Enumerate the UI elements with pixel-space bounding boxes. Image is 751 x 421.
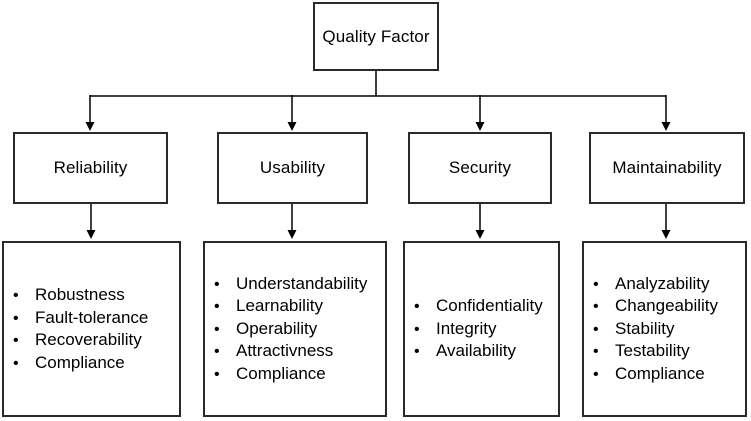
list-item: • Operability — [214, 318, 385, 341]
list-item: • Stability — [593, 318, 745, 341]
list-item: • Changeability — [593, 295, 745, 318]
bullet-icon: • — [593, 343, 599, 361]
list-item-label: Changeability — [615, 296, 719, 316]
arrowhead-maintainability — [661, 122, 671, 131]
bullet-icon: • — [214, 343, 220, 361]
list-item-label: Robustness — [35, 285, 125, 304]
bullet-icon: • — [13, 332, 19, 349]
bullet-icon: • — [214, 275, 220, 293]
usability-attribute-list: • Understandability • Learnability • Operab… — [205, 273, 385, 386]
list-item: • Understandability — [214, 273, 385, 296]
list-item: • Confidentiality — [414, 295, 558, 318]
list-item-label: Compliance — [35, 352, 125, 372]
bullet-icon: • — [414, 320, 420, 338]
list-item-label: Compliance — [615, 363, 705, 383]
node-usability: Usability — [217, 132, 368, 204]
list-item-label: Confidentiality — [436, 296, 543, 316]
node-maintainability: Maintainability — [589, 132, 745, 204]
bullet-icon: • — [214, 298, 220, 316]
maintainability-attribute-list: • Analyzability • Changeability • Stability… — [584, 273, 745, 386]
node-quality-factor: Quality Factor — [313, 2, 439, 71]
list-item: • Robustness — [13, 284, 179, 307]
bullet-icon: • — [593, 298, 599, 316]
bullet-icon: • — [414, 298, 420, 316]
list-usability-attributes: • Understandability • Learnability • Operab… — [203, 241, 387, 417]
list-item-label: Understandability — [236, 273, 368, 293]
list-item: • Compliance — [593, 363, 745, 386]
arrowhead-security — [475, 122, 485, 131]
list-item: • Learnability — [214, 295, 385, 318]
node-maintainability-label: Maintainability — [612, 158, 722, 177]
bullet-icon: • — [214, 365, 220, 383]
list-item: • Compliance — [13, 352, 179, 375]
list-item-label: Attractivness — [236, 341, 334, 361]
node-security: Security — [408, 132, 552, 204]
list-item: • Testability — [593, 340, 745, 363]
list-item-label: Analyzability — [615, 273, 710, 293]
list-item: • Availability — [414, 340, 558, 363]
reliability-attribute-list: • Robustness • Fault-tolerance • Recoverabi… — [4, 284, 179, 374]
security-attribute-list: • Confidentiality • Integrity • Availabilit… — [405, 295, 558, 363]
list-item-label: Operability — [236, 318, 318, 338]
list-item-label: Compliance — [236, 363, 326, 383]
node-reliability: Reliability — [13, 132, 168, 204]
arrowhead-usability — [287, 122, 297, 131]
bullet-icon: • — [214, 320, 220, 338]
list-item: • Fault-tolerance — [13, 307, 179, 330]
list-reliability-attributes: • Robustness • Fault-tolerance • Recoverabi… — [2, 241, 181, 417]
bullet-icon: • — [593, 275, 599, 293]
list-item-label: Testability — [615, 341, 690, 361]
bullet-icon: • — [13, 309, 19, 327]
list-item: • Recoverability — [13, 329, 179, 352]
list-item: • Integrity — [414, 318, 558, 341]
bullet-icon: • — [414, 343, 420, 361]
node-quality-factor-label: Quality Factor — [322, 26, 430, 46]
list-item: • Compliance — [214, 363, 385, 386]
list-item-label: Integrity — [436, 318, 497, 338]
bullet-icon: • — [593, 320, 599, 338]
list-maintainability-attributes: • Analyzability • Changeability • Stability… — [582, 241, 747, 417]
arrowhead-reliability-list — [86, 230, 96, 239]
list-item: • Analyzability — [593, 273, 745, 296]
list-item-label: Stability — [615, 318, 675, 338]
bullet-icon: • — [593, 365, 599, 383]
node-security-label: Security — [448, 158, 512, 177]
list-item-label: Recoverability — [35, 330, 142, 349]
arrowhead-maintainability-list — [661, 230, 671, 239]
node-reliability-label: Reliability — [53, 158, 128, 177]
arrowhead-security-list — [475, 230, 485, 239]
list-item: • Attractivness — [214, 340, 385, 363]
list-item-label: Availability — [436, 341, 517, 361]
arrowhead-usability-list — [287, 230, 297, 239]
node-usability-label: Usability — [259, 158, 326, 177]
list-security-attributes: • Confidentiality • Integrity • Availabilit… — [403, 241, 560, 417]
list-item-label: Learnability — [236, 296, 323, 316]
arrowhead-reliability — [85, 122, 95, 131]
bullet-icon: • — [13, 354, 19, 372]
bullet-icon: • — [13, 287, 19, 304]
list-item-label: Fault-tolerance — [35, 307, 149, 327]
